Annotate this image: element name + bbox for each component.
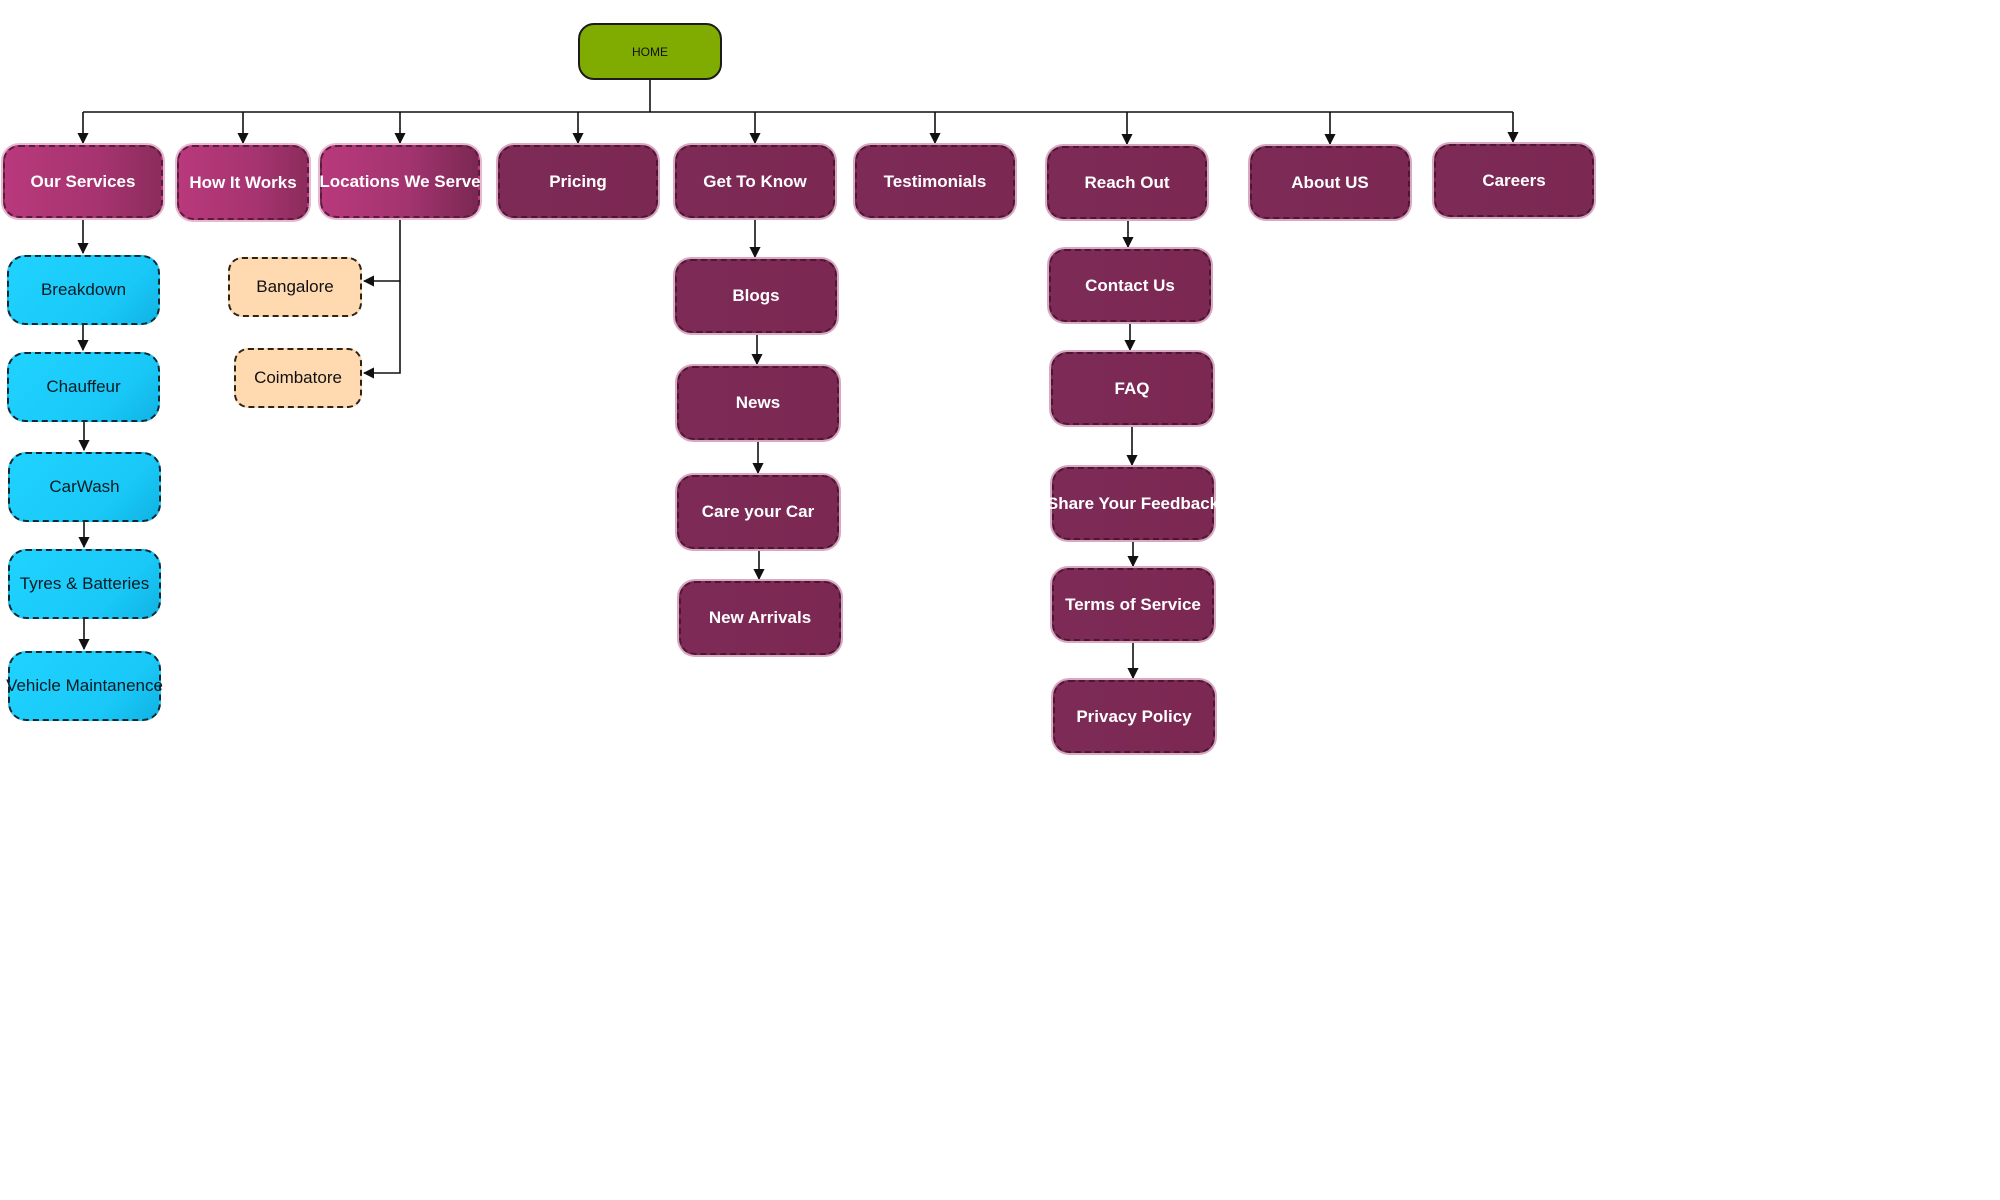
node-label: About US bbox=[1291, 172, 1369, 192]
node-about-us[interactable]: About US bbox=[1250, 146, 1410, 219]
home-node[interactable]: HOME bbox=[578, 23, 722, 80]
node-coimbatore[interactable]: Coimbatore bbox=[234, 348, 362, 408]
node-label: Bangalore bbox=[256, 277, 334, 296]
node-blogs[interactable]: Blogs bbox=[675, 259, 837, 333]
node-vehicle-maintanence[interactable]: Vehicle Maintanence bbox=[6, 651, 163, 721]
node-label: Careers bbox=[1482, 170, 1546, 190]
node-pricing[interactable]: Pricing bbox=[498, 145, 658, 218]
connector-bangalore bbox=[362, 218, 401, 287]
node-get-to-know[interactable]: Get To Know bbox=[675, 145, 835, 218]
node-label: CarWash bbox=[49, 477, 120, 496]
node-label: Reach Out bbox=[1084, 172, 1170, 192]
node-label: Get To Know bbox=[703, 171, 807, 191]
node-tyres-batteries[interactable]: Tyres & Batteries bbox=[8, 549, 161, 619]
node-label: Contact Us bbox=[1085, 275, 1175, 295]
node-label: Blogs bbox=[732, 286, 780, 305]
node-how-it-works[interactable]: How It Works bbox=[177, 145, 309, 220]
node-label: Testimonials bbox=[883, 171, 987, 191]
node-label: Care your Car bbox=[701, 502, 815, 521]
node-label: Breakdown bbox=[40, 280, 127, 299]
node-carwash[interactable]: CarWash bbox=[8, 452, 161, 522]
node-label: Terms of Service bbox=[1065, 594, 1201, 614]
node-news[interactable]: News bbox=[677, 366, 839, 440]
node-our-services[interactable]: Our Services bbox=[3, 145, 163, 218]
node-privacy-policy[interactable]: Privacy Policy bbox=[1053, 680, 1215, 753]
node-label: Vehicle Maintanence bbox=[6, 676, 163, 695]
node-contact-us[interactable]: Contact Us bbox=[1049, 249, 1211, 322]
node-terms-of-service[interactable]: Terms of Service bbox=[1052, 568, 1214, 641]
node-label: Share Your Feedback bbox=[1046, 493, 1220, 513]
node-label: How It Works bbox=[189, 172, 297, 192]
node-chauffeur[interactable]: Chauffeur bbox=[7, 352, 160, 422]
node-care-your-car[interactable]: Care your Car bbox=[677, 475, 839, 549]
node-label: Locations We Serve bbox=[319, 171, 481, 191]
node-locations-we-serve[interactable]: Locations We Serve bbox=[319, 145, 481, 218]
node-label: New Arrivals bbox=[708, 608, 812, 627]
node-breakdown[interactable]: Breakdown bbox=[7, 255, 160, 325]
node-label: FAQ bbox=[1114, 378, 1150, 398]
connector-coimbatore bbox=[362, 281, 401, 379]
node-label: Coimbatore bbox=[254, 368, 342, 387]
node-share-your-feedback[interactable]: Share Your Feedback bbox=[1047, 467, 1219, 540]
node-label: News bbox=[735, 393, 781, 412]
node-label: Tyres & Batteries bbox=[19, 574, 150, 593]
node-label: Pricing bbox=[549, 171, 607, 191]
node-careers[interactable]: Careers bbox=[1434, 144, 1594, 217]
node-label: Our Services bbox=[30, 171, 136, 191]
node-testimonials[interactable]: Testimonials bbox=[855, 145, 1015, 218]
node-faq[interactable]: FAQ bbox=[1051, 352, 1213, 425]
node-new-arrivals[interactable]: New Arrivals bbox=[679, 581, 841, 655]
node-label: Privacy Policy bbox=[1076, 706, 1192, 726]
home-label: HOME bbox=[632, 44, 668, 59]
node-reach-out[interactable]: Reach Out bbox=[1047, 146, 1207, 219]
node-bangalore[interactable]: Bangalore bbox=[228, 257, 362, 317]
node-label: Chauffeur bbox=[46, 377, 121, 396]
